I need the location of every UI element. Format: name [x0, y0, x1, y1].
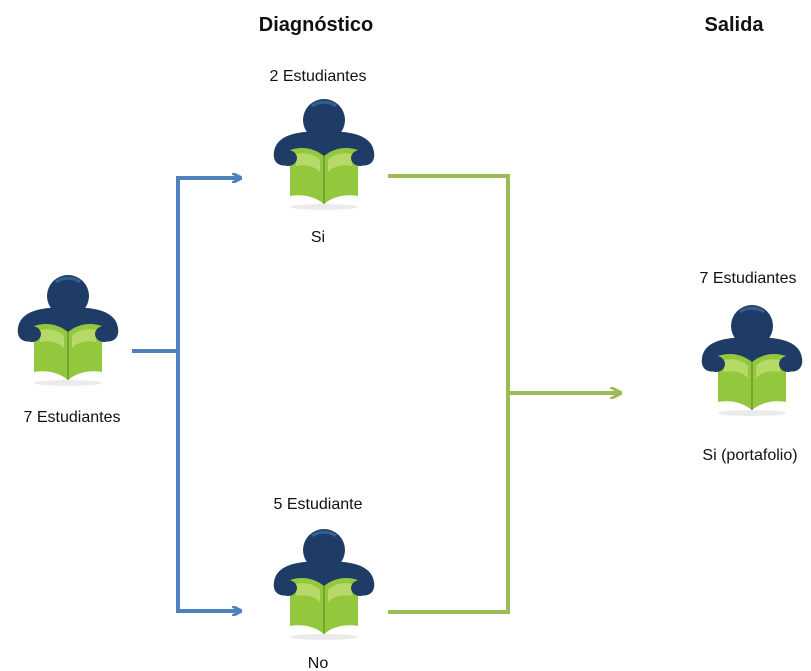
- no-count-label: 5 Estudiante: [273, 496, 363, 513]
- blue-connector-to-no: [176, 351, 240, 611]
- header-diagnostico: Diagnóstico: [258, 14, 374, 36]
- exit-node-student-icon: [690, 298, 811, 422]
- exit-answer-label: Si (portafolio): [702, 447, 798, 464]
- no-node-student-icon: [262, 522, 386, 646]
- si-node-student-icon: [262, 92, 386, 216]
- header-salida: Salida: [704, 14, 764, 36]
- exit-count-label: 7 Estudiantes: [699, 270, 797, 287]
- green-connector-from-si: [388, 174, 510, 393]
- si-answer-label: Si: [310, 229, 326, 246]
- blue-connector-to-si: [176, 178, 240, 351]
- si-count-label: 2 Estudiantes: [269, 68, 367, 85]
- start-count-label: 7 Estudiantes: [23, 409, 121, 426]
- no-answer-label: No: [307, 655, 329, 671]
- green-connector-from-no: [388, 393, 510, 614]
- start-node-student-icon: [6, 268, 130, 392]
